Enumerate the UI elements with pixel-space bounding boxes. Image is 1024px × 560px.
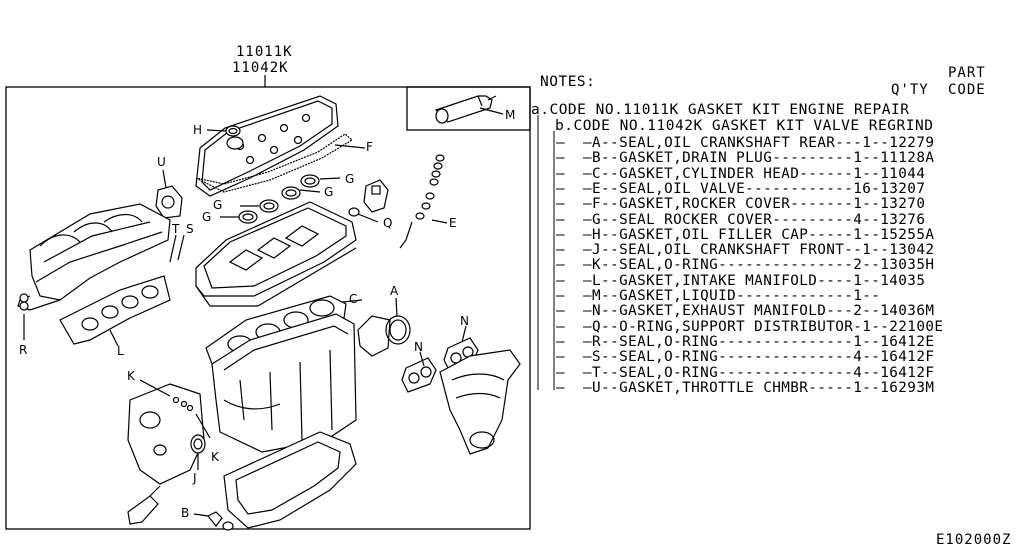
- notes-bracket-lines: [537, 115, 555, 390]
- crankshaft-front-seal: [190, 434, 206, 470]
- list-item: ― ―G--SEAL ROCKER COVER---------4--13276: [538, 211, 926, 228]
- part-code-header-line2: CODE: [948, 82, 986, 98]
- callout-j: J: [193, 471, 197, 485]
- list-item: ― ―B--GASKET,DRAIN PLUG---------1--11128…: [538, 150, 935, 167]
- list-item: ― ―S--SEAL,O-RING---------------4--16412…: [538, 349, 935, 366]
- rocker-cover-gasket: [195, 133, 354, 193]
- part-code-header-line1: PART: [948, 65, 986, 81]
- drain-plug-gasket: [193, 511, 234, 531]
- callout-n2: N: [414, 340, 423, 354]
- list-item: ― ―T--SEAL,O-RING---------------4--16412…: [538, 364, 935, 381]
- kit-code-valve-regrind: 11042K: [232, 60, 289, 76]
- callout-u: U: [157, 155, 166, 169]
- list-item: ― ―A--SEAL,OIL CRANKSHAFT REAR---1--1227…: [538, 135, 935, 151]
- callout-t: T: [172, 222, 180, 236]
- callout-s: S: [186, 222, 194, 236]
- callout-k1: K: [127, 369, 135, 383]
- callout-l: L: [117, 344, 124, 358]
- throttle-chamber-gasket: [155, 169, 183, 219]
- liquid-gasket-tube: [434, 95, 504, 124]
- callout-m: M: [505, 108, 516, 122]
- notes-title: NOTES:: [540, 74, 596, 90]
- list-item: ― ―L--GASKET,INTAKE MANIFOLD----1--14035: [538, 272, 926, 289]
- qty-header: Q'TY: [891, 82, 929, 98]
- kit-code-engine-repair: 11011K: [236, 44, 293, 60]
- callout-h: H: [193, 123, 203, 137]
- exhaust-manifold: [439, 349, 521, 455]
- oil-filler-cap-seal: [206, 125, 241, 137]
- note-b: b.CODE NO.11042K GASKET KIT VALVE REGRIN…: [555, 118, 934, 134]
- callout-g4: G: [202, 210, 212, 224]
- callout-g2: G: [324, 185, 334, 199]
- figure-code: E102000Z: [936, 532, 1012, 548]
- parts-list: ― ―A--SEAL,OIL CRANKSHAFT REAR---1--1227…: [538, 135, 1024, 405]
- seal-t-leader: [169, 234, 177, 263]
- list-item: ― ―M--GASKET,LIQUID-------------1--: [538, 288, 881, 304]
- crankshaft-rear-seal: [357, 297, 411, 357]
- rocker-cover: [195, 95, 366, 197]
- intake-manifold: [17, 203, 171, 340]
- callout-q: Q: [383, 216, 393, 230]
- list-item: ― ―N--GASKET,EXHAUST MANIFOLD---2--14036…: [538, 303, 935, 320]
- valve-oil-seals: [399, 154, 448, 249]
- callout-r: R: [19, 343, 28, 357]
- front-cover: [127, 379, 211, 485]
- engine-block: [211, 313, 357, 453]
- rocker-cover-seals: [220, 174, 341, 224]
- list-item: ― ―F--GASKET,ROCKER COVER-------1--13270: [538, 196, 926, 213]
- list-item: ― ―Q--O-RING,SUPPORT DISTRIBUTOR-1--2210…: [538, 318, 944, 335]
- list-item: ― ―H--GASKET,OIL FILLER CAP-----1--15255…: [538, 226, 935, 243]
- list-item: ― ―K--SEAL,O-RING---------------2--13035…: [538, 257, 935, 274]
- callout-c: C: [349, 292, 358, 306]
- oil-pan: [223, 431, 357, 529]
- intake-manifold-gasket: [59, 275, 171, 347]
- oil-strainer: [127, 485, 161, 525]
- callout-g3: G: [213, 198, 223, 212]
- list-item: ― ―C--GASKET,CYLINDER HEAD------1--11044: [538, 165, 926, 182]
- distributor-support: [348, 179, 389, 223]
- list-item: ― ―E--SEAL,OIL VALVE------------16-13207: [538, 180, 926, 197]
- cylinder-head: [195, 201, 357, 307]
- callout-f: F: [366, 140, 373, 154]
- list-item: ― ―R--SEAL,O-RING---------------1--16412…: [538, 333, 935, 350]
- callout-n1: N: [460, 314, 469, 328]
- callout-a: A: [390, 284, 399, 298]
- note-a: a.CODE NO.11011K GASKET KIT ENGINE REPAI…: [531, 102, 910, 118]
- callout-b: B: [181, 506, 190, 520]
- callout-e: E: [449, 216, 457, 230]
- liquid-gasket-inset-frame: [406, 86, 531, 131]
- callout-k2: K: [211, 450, 219, 464]
- diagram-frame: [5, 86, 531, 530]
- list-item: ― ―J--SEAL,OIL CRANKSHAFT FRONT--1--1304…: [538, 242, 935, 259]
- seal-s-leader: [177, 234, 185, 261]
- callout-g1: G: [345, 172, 355, 186]
- list-item: ― ―U--GASKET,THROTTLE CHMBR-----1--16293…: [538, 379, 935, 396]
